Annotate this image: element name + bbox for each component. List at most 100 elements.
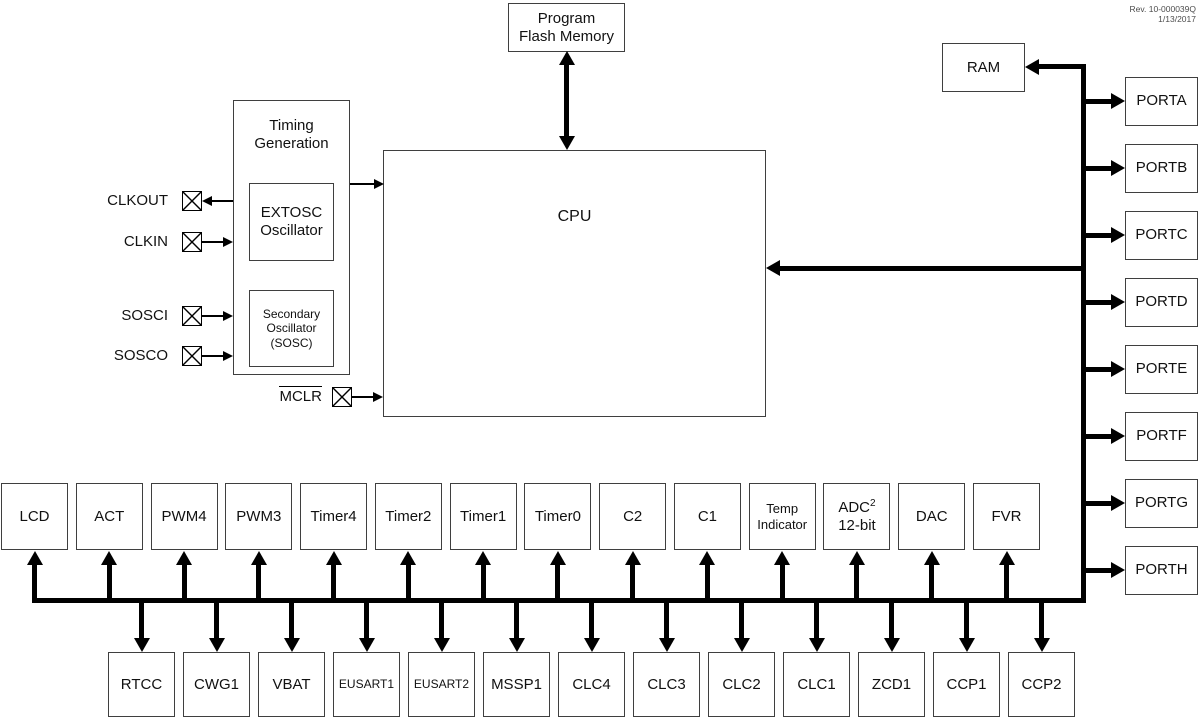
bus-to-port-arrow: [1086, 165, 1113, 171]
sosci-pin-icon: [182, 306, 202, 326]
peripheral-box-pwm3: PWM3: [225, 483, 293, 550]
peripheral-box-rtcc: RTCC: [108, 652, 175, 717]
port-box-portd: PORTD: [1125, 277, 1198, 327]
bus-up-arrow: [1004, 564, 1009, 603]
timing-to-cpu-arrow: [350, 183, 375, 185]
bus-up-arrowhead-icon: [549, 550, 566, 565]
right-data-bus: [1081, 64, 1086, 603]
program-flash-memory-box: Program Flash Memory: [508, 3, 625, 52]
cpu-label: CPU: [557, 208, 592, 225]
bus-down-arrow: [964, 600, 969, 638]
revision-date: 1/13/2017: [1158, 14, 1196, 24]
bus-to-port-arrow: [1086, 500, 1113, 506]
bus-down-arrowhead-icon: [958, 637, 975, 652]
bus-to-port-arrow: [1086, 98, 1113, 104]
bus-down-arrow: [889, 600, 894, 638]
timing-generation-label: Timing Generation: [254, 117, 329, 152]
bus-down-arrow: [1039, 600, 1044, 638]
revision-number: Rev. 10-000039Q: [1129, 4, 1196, 14]
port-box-portf: PORTF: [1125, 411, 1198, 461]
sosco-pin-icon: [182, 346, 202, 366]
bus-up-arrowhead-icon: [848, 550, 865, 565]
bus-down-arrowhead-icon: [508, 637, 525, 652]
bus-to-cpu-arrowhead-icon: [766, 260, 780, 276]
port-box-portc: PORTC: [1125, 210, 1198, 260]
mclr-overline-text: MCLR: [279, 386, 322, 405]
clkout-arrow: [210, 200, 233, 202]
bus-to-cpu-arrow: [771, 265, 1086, 271]
bus-to-port-arrowhead-icon: [1111, 562, 1125, 578]
bus-down-arrow: [364, 600, 369, 638]
peripheral-box-eusart1: EUSART1: [333, 652, 400, 717]
flash-cpu-arrowhead-up-icon: [558, 51, 575, 65]
mclr-arrow: [352, 396, 374, 398]
bus-down-arrow: [814, 600, 819, 638]
sosco-arrow: [202, 355, 224, 357]
bus-down-arrow: [664, 600, 669, 638]
bus-to-port-arrowhead-icon: [1111, 294, 1125, 310]
sosco-arrowhead-icon: [223, 351, 233, 361]
bus-to-port-arrowhead-icon: [1111, 227, 1125, 243]
revision-note: Rev. 10-000039Q 1/13/2017: [1130, 4, 1196, 24]
port-box-portg: PORTG: [1125, 478, 1198, 528]
bus-up-arrow: [555, 564, 561, 603]
port-box-portb: PORTB: [1125, 143, 1198, 193]
bus-up-arrowhead-icon: [923, 550, 940, 565]
clkin-label: CLKIN: [123, 233, 168, 250]
bus-down-arrowhead-icon: [433, 637, 450, 652]
peripheral-box-zcd1: ZCD1: [858, 652, 925, 717]
sosci-arrowhead-icon: [223, 311, 233, 321]
bus-up-arrowhead-icon: [475, 550, 492, 565]
peripheral-box-mssp1: MSSP1: [483, 652, 550, 717]
bus-up-arrow: [32, 564, 37, 603]
bus-to-ram-arrow: [1038, 64, 1086, 69]
peripheral-box-ccp2: CCP2: [1008, 652, 1075, 717]
bus-down-arrow: [514, 600, 519, 638]
port-box-porta: PORTA: [1125, 76, 1198, 126]
clkout-pin-icon: [182, 191, 202, 211]
peripheral-box-timer0: Timer0: [524, 483, 592, 550]
secondary-oscillator-box: Secondary Oscillator (SOSC): [249, 290, 334, 367]
clkin-pin-icon: [182, 232, 202, 252]
timing-to-cpu-arrowhead-icon: [374, 179, 384, 189]
bus-to-port-arrow: [1086, 433, 1113, 439]
cpu-box: CPU: [383, 150, 766, 417]
clkin-arrow: [202, 241, 224, 243]
bus-up-arrow: [779, 564, 785, 603]
bus-to-ram-arrowhead-icon: [1025, 58, 1039, 75]
bus-up-arrowhead-icon: [26, 550, 43, 565]
sosci-arrow: [202, 315, 224, 317]
bus-down-arrowhead-icon: [358, 637, 375, 652]
mclr-pin-icon: [332, 387, 352, 407]
bus-up-arrow: [181, 564, 187, 603]
peripheral-box-pwm4: PWM4: [150, 483, 218, 550]
port-box-porte: PORTE: [1125, 344, 1198, 394]
bus-up-arrow: [256, 564, 262, 603]
peripheral-box-dac: DAC: [898, 483, 966, 550]
flash-cpu-arrow: [564, 62, 569, 140]
peripheral-box-act: ACT: [75, 483, 143, 550]
port-box-porth: PORTH: [1125, 545, 1198, 595]
bus-down-arrowhead-icon: [283, 637, 300, 652]
bus-to-port-arrow: [1086, 299, 1113, 305]
bus-up-arrow: [929, 564, 935, 603]
bus-up-arrow: [704, 564, 710, 603]
bus-down-arrow: [739, 600, 744, 638]
bus-to-port-arrow: [1086, 366, 1113, 372]
bus-to-port-arrowhead-icon: [1111, 160, 1125, 176]
bus-down-arrow: [139, 600, 144, 638]
bus-up-arrowhead-icon: [250, 550, 267, 565]
bus-to-port-arrow: [1086, 232, 1113, 238]
clkout-arrowhead-icon: [202, 196, 212, 206]
peripheral-box-clc1: CLC1: [783, 652, 850, 717]
peripheral-box-cwg1: CWG1: [183, 652, 250, 717]
bus-up-arrow: [331, 564, 337, 603]
bus-up-arrow: [405, 564, 411, 603]
bus-up-arrow: [630, 564, 636, 603]
peripheral-box-lcd: LCD: [1, 483, 68, 550]
bus-up-arrowhead-icon: [998, 550, 1015, 565]
peripheral-box-clc4: CLC4: [558, 652, 625, 717]
bus-down-arrowhead-icon: [658, 637, 675, 652]
